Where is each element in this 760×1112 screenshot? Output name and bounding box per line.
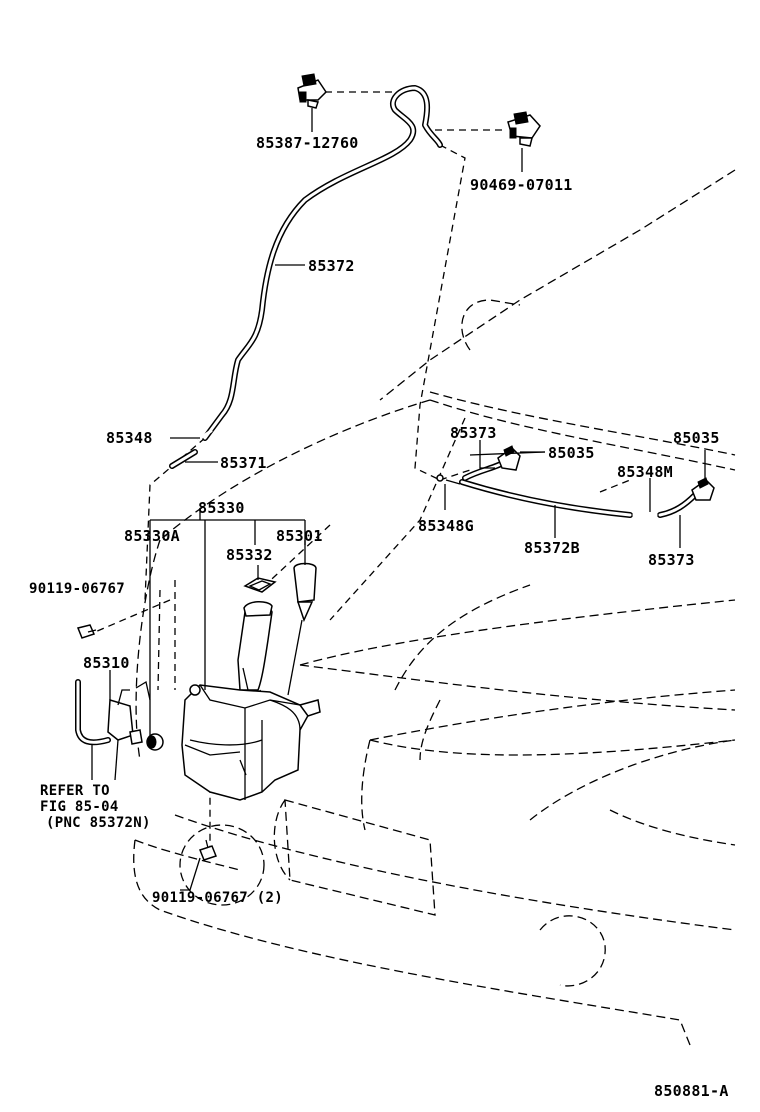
connector-85348-icon — [197, 429, 213, 441]
label-refer-to: REFER TO — [40, 783, 110, 799]
label-refer-fig: FIG 85-04 — [40, 799, 119, 815]
label-85035-left: 85035 — [548, 444, 595, 462]
label-85332: 85332 — [226, 546, 273, 564]
figure-id: 850881-A — [654, 1082, 729, 1100]
car-body-outline — [133, 169, 736, 1046]
label-85373-lower: 85373 — [648, 551, 695, 569]
label-85035-right: 85035 — [673, 429, 720, 447]
clip-90469-icon — [507, 111, 541, 147]
sensor-85301-icon — [287, 562, 317, 696]
connector-85348G-icon — [436, 474, 461, 485]
label-90119-06767: 90119-06767 — [29, 581, 125, 597]
label-90469-07011: 90469-07011 — [470, 176, 573, 194]
nozzle-85035-right-icon — [691, 477, 715, 501]
label-85372: 85372 — [308, 257, 355, 275]
part-number-labels: 85387-12760 90469-07011 85372 85348 8537… — [29, 134, 729, 1100]
label-85310: 85310 — [83, 654, 130, 672]
label-leader-lines — [91, 108, 706, 891]
washer-tank-85330 — [181, 601, 321, 801]
bolt-90119-2-icon — [199, 839, 217, 861]
washer-hose-85372B — [459, 459, 698, 518]
label-85330: 85330 — [198, 499, 245, 517]
cap-85332-icon — [243, 577, 277, 593]
leader-dashed-lines — [94, 91, 631, 850]
hose-85371-icon — [169, 449, 198, 469]
label-85348: 85348 — [106, 429, 153, 447]
label-90119-06767-2: 90119-06767 (2) — [152, 890, 283, 906]
label-refer-pnc: (PNC 85372N) — [46, 815, 151, 831]
washer-hose-85372 — [202, 85, 443, 441]
label-85371: 85371 — [220, 454, 267, 472]
label-85373-upper: 85373 — [450, 424, 497, 442]
label-85301: 85301 — [276, 527, 323, 545]
label-85372B: 85372B — [524, 539, 580, 557]
label-85387-12760: 85387-12760 — [256, 134, 359, 152]
label-85348M: 85348M — [617, 463, 673, 481]
bolt-90119-icon — [76, 624, 97, 639]
label-85330A: 85330A — [124, 527, 180, 545]
nozzle-85035-left-icon — [497, 445, 521, 471]
pump-85310-icon — [75, 679, 151, 746]
label-85348G: 85348G — [418, 517, 474, 535]
clip-85387-icon — [297, 73, 327, 109]
